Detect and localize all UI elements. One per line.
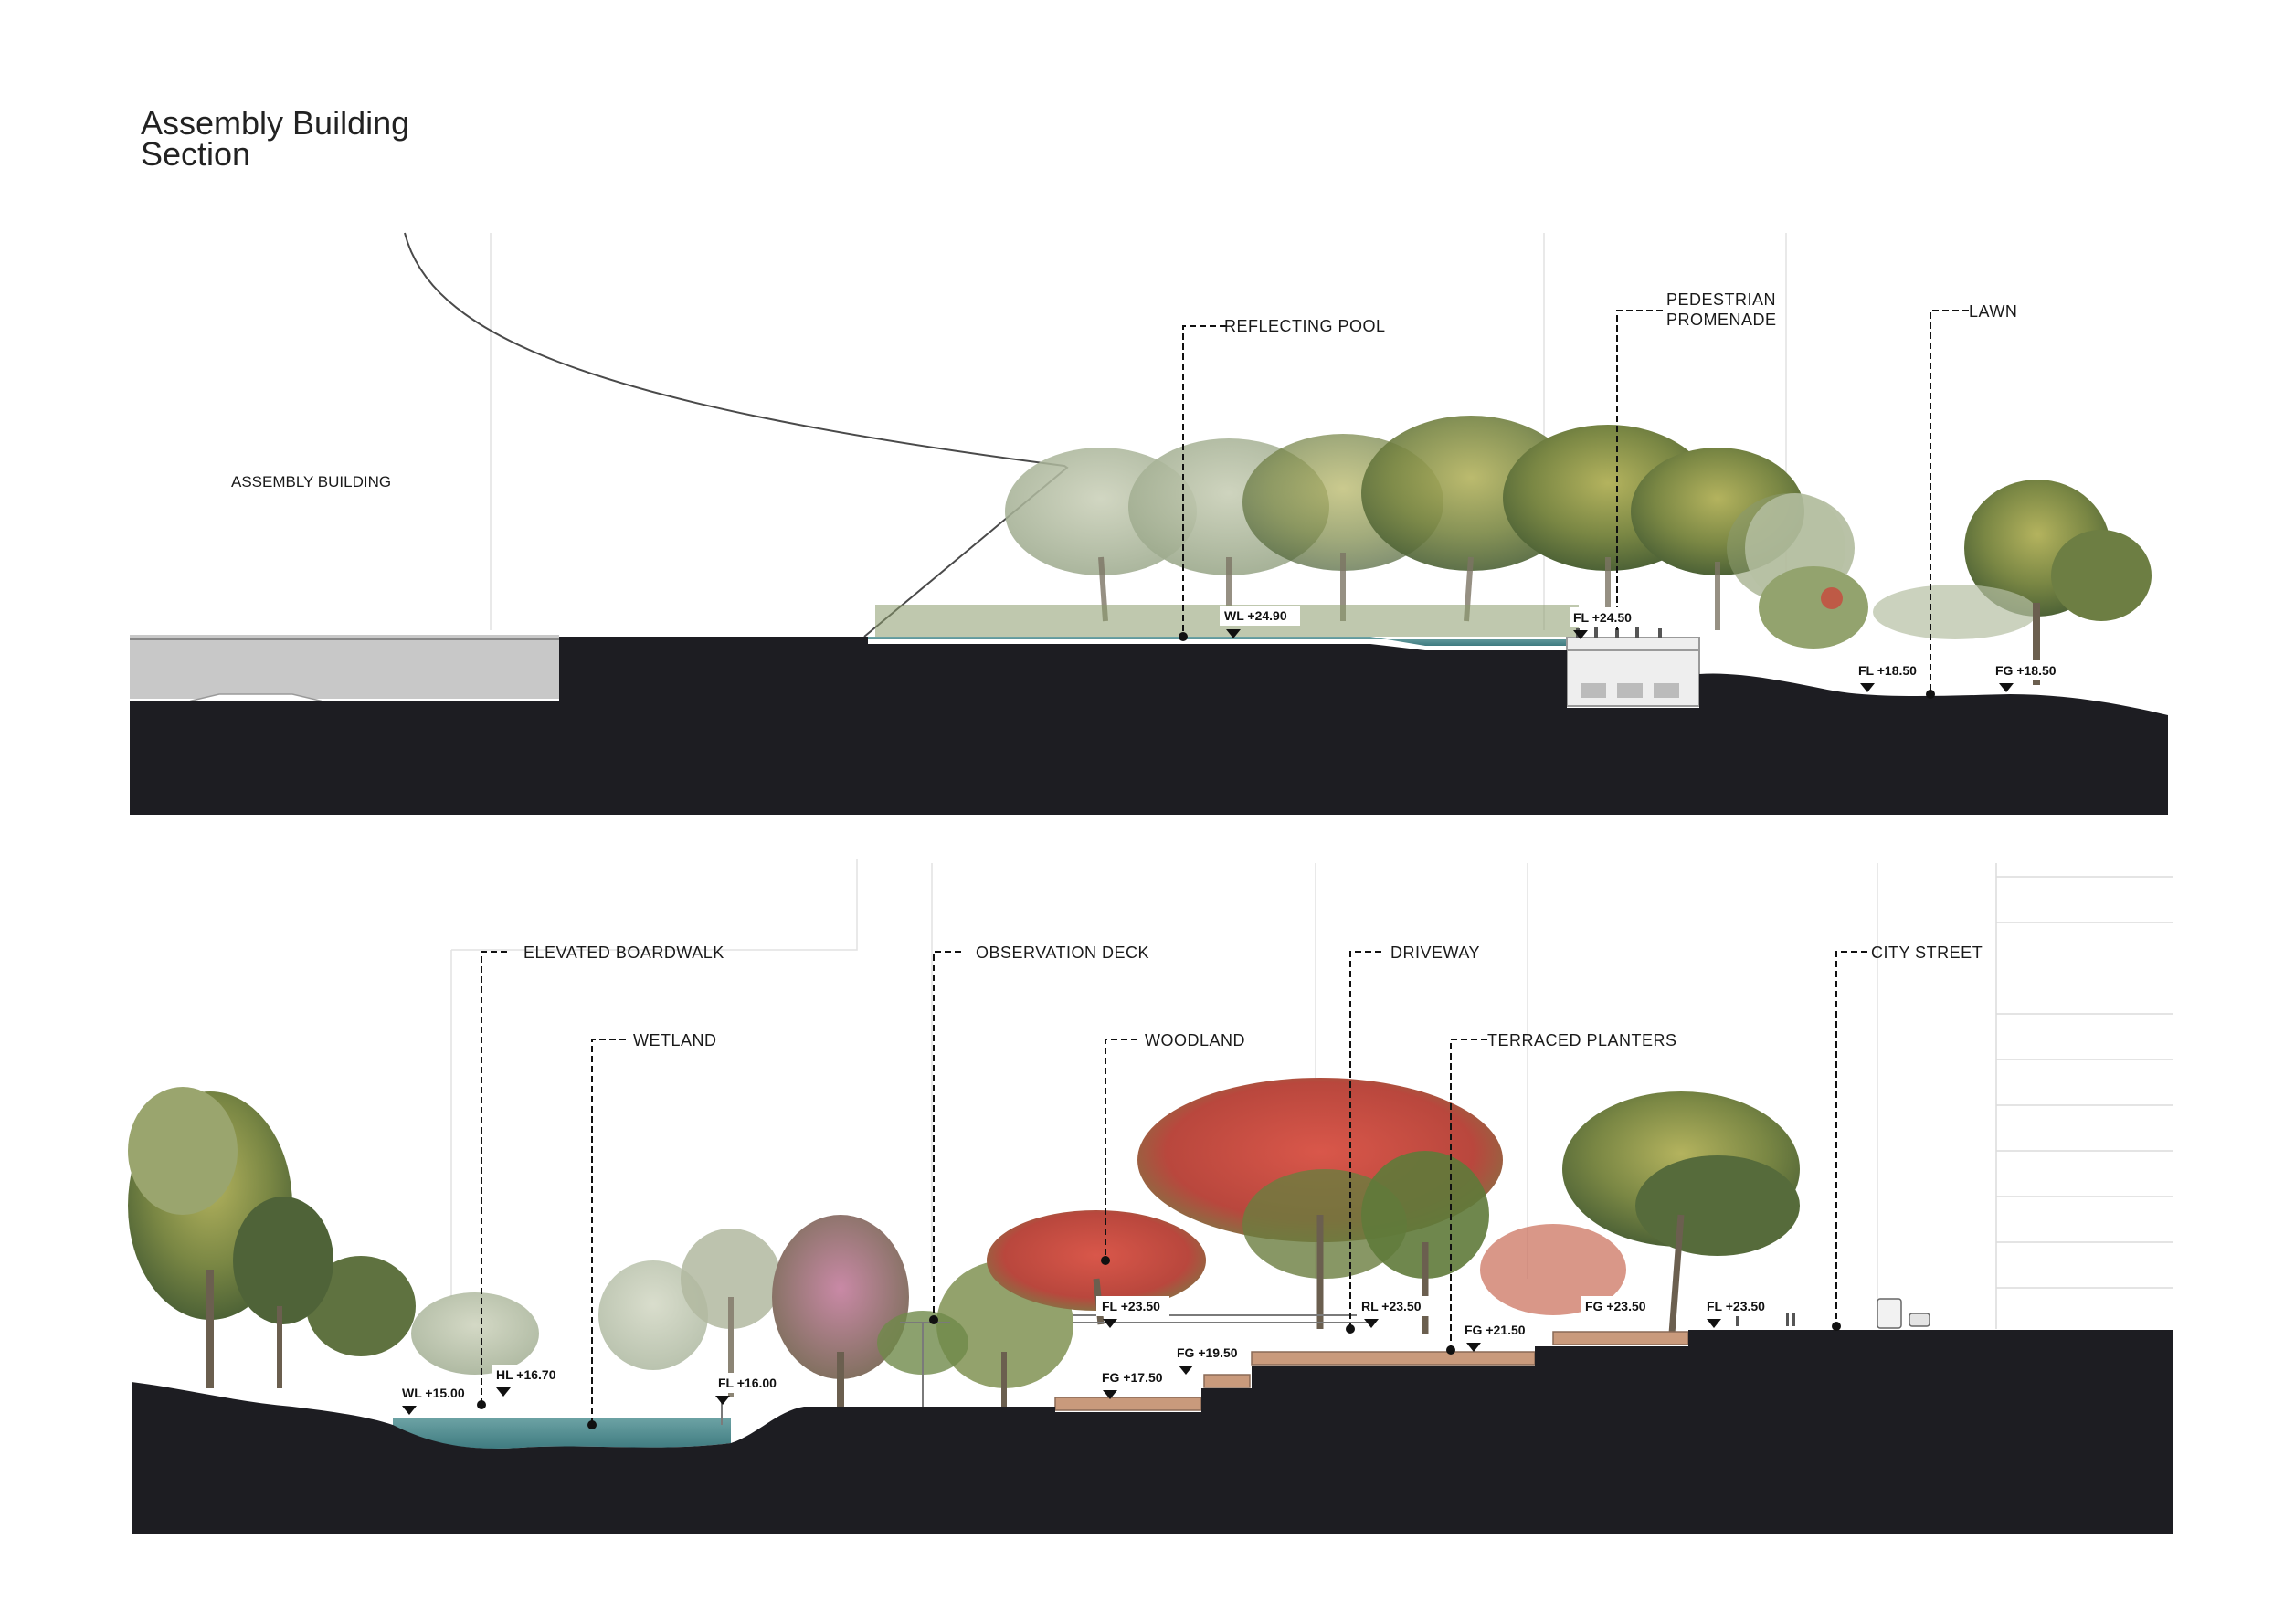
leader-city-street (1835, 951, 1867, 1326)
level-tag-fl-16: FL +16.00 (713, 1373, 786, 1405)
level-tag-fl-street: FL +23.50 (1701, 1296, 1774, 1328)
leader-driveway (1349, 951, 1381, 1329)
leader-lawn (1930, 310, 1969, 694)
svg-text:FL +23.50: FL +23.50 (1102, 1299, 1160, 1313)
level-tag-fg-lawn: FG +18.50 (1990, 660, 2067, 692)
street-vehicles (1736, 1298, 1930, 1329)
leader-observation (933, 951, 961, 1320)
promenade-structure (1566, 627, 1700, 707)
lawn-trees (1745, 480, 2152, 685)
callout-promenade-line2: PROMENADE (1666, 311, 1777, 329)
background-tower (1995, 863, 2173, 1329)
bottom-section (128, 859, 2173, 1534)
leader-dots (477, 1256, 1841, 1429)
assembly-building-label: ASSEMBLY BUILDING (231, 473, 391, 490)
podium-tree-row (875, 416, 1855, 637)
svg-text:FL +16.00: FL +16.00 (718, 1376, 777, 1390)
bottom-ground (132, 1330, 2173, 1534)
wetland-water (393, 1418, 731, 1449)
leader-wetland (591, 1039, 626, 1425)
top-callouts (1182, 310, 1969, 694)
callout-elevated-boardwalk: ELEVATED BOARDWALK (523, 944, 724, 962)
svg-text:FG +21.50: FG +21.50 (1465, 1323, 1526, 1337)
building-roof-curve (404, 232, 1069, 638)
svg-text:FL +23.50: FL +23.50 (1707, 1299, 1765, 1313)
svg-text:HL +16.70: HL +16.70 (496, 1367, 556, 1382)
leader-woodland (1105, 1039, 1137, 1260)
leader-promenade (1616, 310, 1663, 630)
callout-woodland: WOODLAND (1145, 1031, 1245, 1049)
svg-text:FL +24.50: FL +24.50 (1573, 610, 1632, 625)
callout-reflecting-pool: REFLECTING POOL (1224, 317, 1386, 335)
svg-text:FG +18.50: FG +18.50 (1995, 663, 2057, 678)
svg-text:FG +19.50: FG +19.50 (1177, 1345, 1238, 1360)
top-ground (130, 637, 2168, 815)
top-section (130, 232, 2168, 815)
level-tag-rl: RL +23.50 (1357, 1296, 1432, 1328)
woodland-trees (877, 1078, 1800, 1375)
left-trees (128, 1087, 1073, 1407)
level-tag-fl-promenade: FL +24.50 (1570, 607, 1643, 639)
basement-slab (130, 635, 559, 720)
level-tag-fl-obs: FL +23.50 (1096, 1296, 1169, 1328)
leader-reflecting-pool (1182, 325, 1226, 637)
svg-text:FG +23.50: FG +23.50 (1585, 1299, 1646, 1313)
svg-text:RL +23.50: RL +23.50 (1361, 1299, 1422, 1313)
callout-driveway: DRIVEWAY (1390, 944, 1480, 962)
level-tag-wl-bottom: WL +15.00 (397, 1383, 475, 1415)
level-tag-fg-235: FG +23.50 (1581, 1296, 1655, 1316)
svg-text:FL +18.50: FL +18.50 (1858, 663, 1917, 678)
callout-wetland: WETLAND (633, 1031, 717, 1049)
level-tag-fg-195: FG +19.50 (1172, 1343, 1245, 1375)
terraced-planters (1054, 1331, 1689, 1411)
leader-boardwalk (481, 951, 507, 1405)
level-tag-wl-top: WL +24.90 (1220, 606, 1300, 638)
callout-city-street: CITY STREET (1871, 944, 1983, 962)
svg-text:WL +15.00: WL +15.00 (402, 1386, 465, 1400)
dot-lawn (1926, 690, 1935, 699)
callout-promenade-line1: PEDESTRIAN (1666, 290, 1776, 309)
level-tag-fg-215: FG +21.50 (1460, 1320, 1535, 1352)
reflecting-pool-water (868, 637, 1567, 646)
title-line-2: Section (141, 135, 251, 173)
leader-terraced (1450, 1039, 1487, 1350)
level-tag-fl-lawn: FL +18.50 (1855, 660, 1928, 692)
svg-text:FG +17.50: FG +17.50 (1102, 1370, 1163, 1385)
level-tag-fg-175: FG +17.50 (1096, 1367, 1169, 1399)
svg-text:WL +24.90: WL +24.90 (1224, 608, 1287, 623)
title-line-1: Assembly Building (141, 104, 410, 142)
bottom-callouts (481, 951, 1867, 1425)
dot-reflecting-pool (1179, 632, 1188, 641)
level-tag-hl: HL +16.70 (492, 1365, 566, 1397)
callout-terraced-planters: TERRACED PLANTERS (1487, 1031, 1677, 1049)
page-title: Assembly Building Section (141, 104, 410, 173)
callout-observation-deck: OBSERVATION DECK (976, 944, 1149, 962)
callout-lawn: LAWN (1969, 302, 2017, 321)
